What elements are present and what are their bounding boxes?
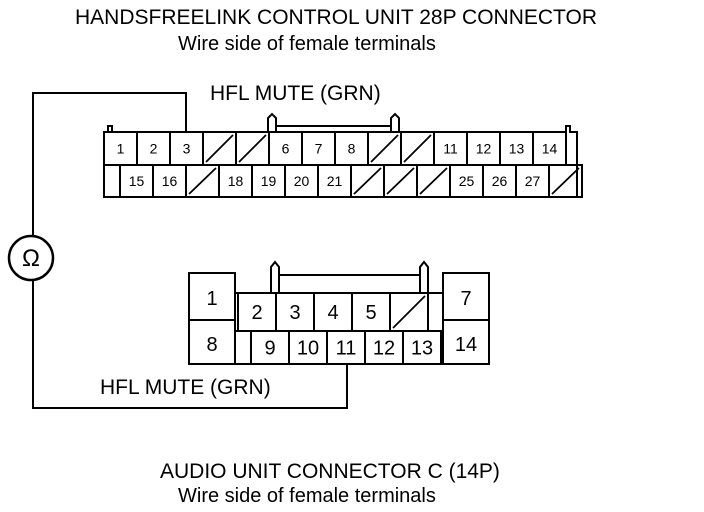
ohm-symbol: Ω <box>22 245 40 272</box>
test-lead-upper <box>32 92 187 236</box>
pin-number: 11 <box>336 338 357 360</box>
cavity-slash <box>353 167 382 195</box>
bottom-pin-1: 1 <box>206 288 217 310</box>
cavity-slash <box>238 134 267 163</box>
top-pin-3: 3 <box>169 131 204 166</box>
top-pin-20: 20 <box>284 164 319 198</box>
top-cavity-empty <box>367 131 402 166</box>
top-connector-title: HANDSFREELINK CONTROL UNIT 28P CONNECTOR <box>75 6 597 29</box>
top-pin-15: 15 <box>119 164 154 198</box>
pin-number: 13 <box>509 141 525 157</box>
connector-28p-row-2: 15 16 18 19 20 21 25 26 27 <box>119 164 583 198</box>
top-pin-1: 1 <box>103 131 138 166</box>
top-cavity-empty <box>235 131 270 166</box>
bottom-pin-3: 3 <box>275 292 315 332</box>
test-lead-lower <box>32 280 348 409</box>
pin-number: 2 <box>150 141 158 157</box>
top-wire-label: HFL MUTE (GRN) <box>210 82 381 105</box>
cavity-slash <box>551 167 580 195</box>
pin-number: 2 <box>251 302 262 324</box>
top-pin-27: 27 <box>515 164 550 198</box>
top-cavity-empty <box>400 131 435 166</box>
top-connector-subtitle: Wire side of female terminals <box>178 33 436 55</box>
top-cavity-empty <box>383 164 418 198</box>
pin-number: 12 <box>373 338 395 360</box>
connector-14p-middle-outline <box>235 260 444 365</box>
pin-number: 26 <box>492 173 508 189</box>
top-pin-21: 21 <box>317 164 352 198</box>
top-pin-8: 8 <box>334 131 369 166</box>
cavity-slash <box>205 134 234 163</box>
top-pin-2: 2 <box>136 131 171 166</box>
pin-number: 16 <box>162 173 178 189</box>
connector-14p-left-block <box>188 272 236 365</box>
top-pin-19: 19 <box>251 164 286 198</box>
pin-number: 15 <box>129 173 145 189</box>
top-pin-26: 26 <box>482 164 517 198</box>
top-cavity-empty <box>350 164 385 198</box>
bottom-connector-subtitle: Wire side of female terminals <box>178 485 436 507</box>
pin-number: 6 <box>282 141 290 157</box>
bottom-pin-9: 9 <box>250 330 290 365</box>
bottom-cavity-empty <box>389 292 429 332</box>
pin-number: 12 <box>476 141 492 157</box>
top-pin-12: 12 <box>466 131 501 166</box>
top-cavity-empty <box>202 131 237 166</box>
bottom-pin-7: 7 <box>460 288 471 310</box>
cavity-slash <box>419 167 448 195</box>
pin-number: 9 <box>264 338 275 360</box>
bottom-connector-title: AUDIO UNIT CONNECTOR C (14P) <box>160 460 500 483</box>
connector-14p-right-block <box>442 272 490 365</box>
top-pin-11: 11 <box>433 131 468 166</box>
cavity-slash <box>403 134 432 163</box>
pin-number: 13 <box>411 338 433 360</box>
top-pin-25: 25 <box>449 164 484 198</box>
pin-number: 21 <box>327 173 343 189</box>
pin-number: 1 <box>117 141 125 157</box>
top-pin-7: 7 <box>301 131 336 166</box>
connector-14p: 1 8 7 14 2 3 4 5 9 10 11 12 13 <box>188 260 490 365</box>
bottom-pin-13: 13 <box>402 330 442 365</box>
cavity-slash <box>370 134 399 163</box>
top-pin-18: 18 <box>218 164 253 198</box>
pin-number: 27 <box>525 173 541 189</box>
pin-number: 7 <box>315 141 323 157</box>
pin-number: 19 <box>261 173 277 189</box>
top-pin-16: 16 <box>152 164 187 198</box>
connector-14p-cells: 1 8 7 14 2 3 4 5 9 10 11 12 13 <box>206 288 477 365</box>
top-cavity-empty <box>548 164 583 198</box>
top-cavity-empty <box>416 164 451 198</box>
pin-number: 4 <box>327 302 338 324</box>
top-pin-14: 14 <box>532 131 567 166</box>
top-cavity-empty <box>185 164 220 198</box>
top-pin-13: 13 <box>499 131 534 166</box>
bottom-pin-12: 12 <box>364 330 404 365</box>
top-pin-6: 6 <box>268 131 303 166</box>
bottom-pin-2: 2 <box>237 292 277 332</box>
ohmmeter-icon: Ω <box>7 234 55 282</box>
cavity-slash <box>392 295 426 329</box>
pin-number: 3 <box>183 141 191 157</box>
pin-number: 20 <box>294 173 310 189</box>
bottom-pin-4: 4 <box>313 292 353 332</box>
pin-number: 10 <box>297 338 319 360</box>
bottom-pin-8: 8 <box>206 334 217 356</box>
pin-number: 3 <box>289 302 300 324</box>
pin-number: 11 <box>443 141 458 157</box>
pin-number: 25 <box>459 173 475 189</box>
pin-number: 14 <box>542 141 558 157</box>
pin-number: 18 <box>228 173 244 189</box>
bottom-pin-11: 11 <box>326 330 366 365</box>
bottom-pin-5: 5 <box>351 292 391 332</box>
pin-number: 8 <box>348 141 356 157</box>
bottom-pin-10: 10 <box>288 330 328 365</box>
pin-number: 5 <box>365 302 376 324</box>
cavity-slash <box>188 167 217 195</box>
cavity-slash <box>386 167 415 195</box>
bottom-wire-label: HFL MUTE (GRN) <box>100 376 271 399</box>
bottom-pin-14: 14 <box>455 334 477 356</box>
